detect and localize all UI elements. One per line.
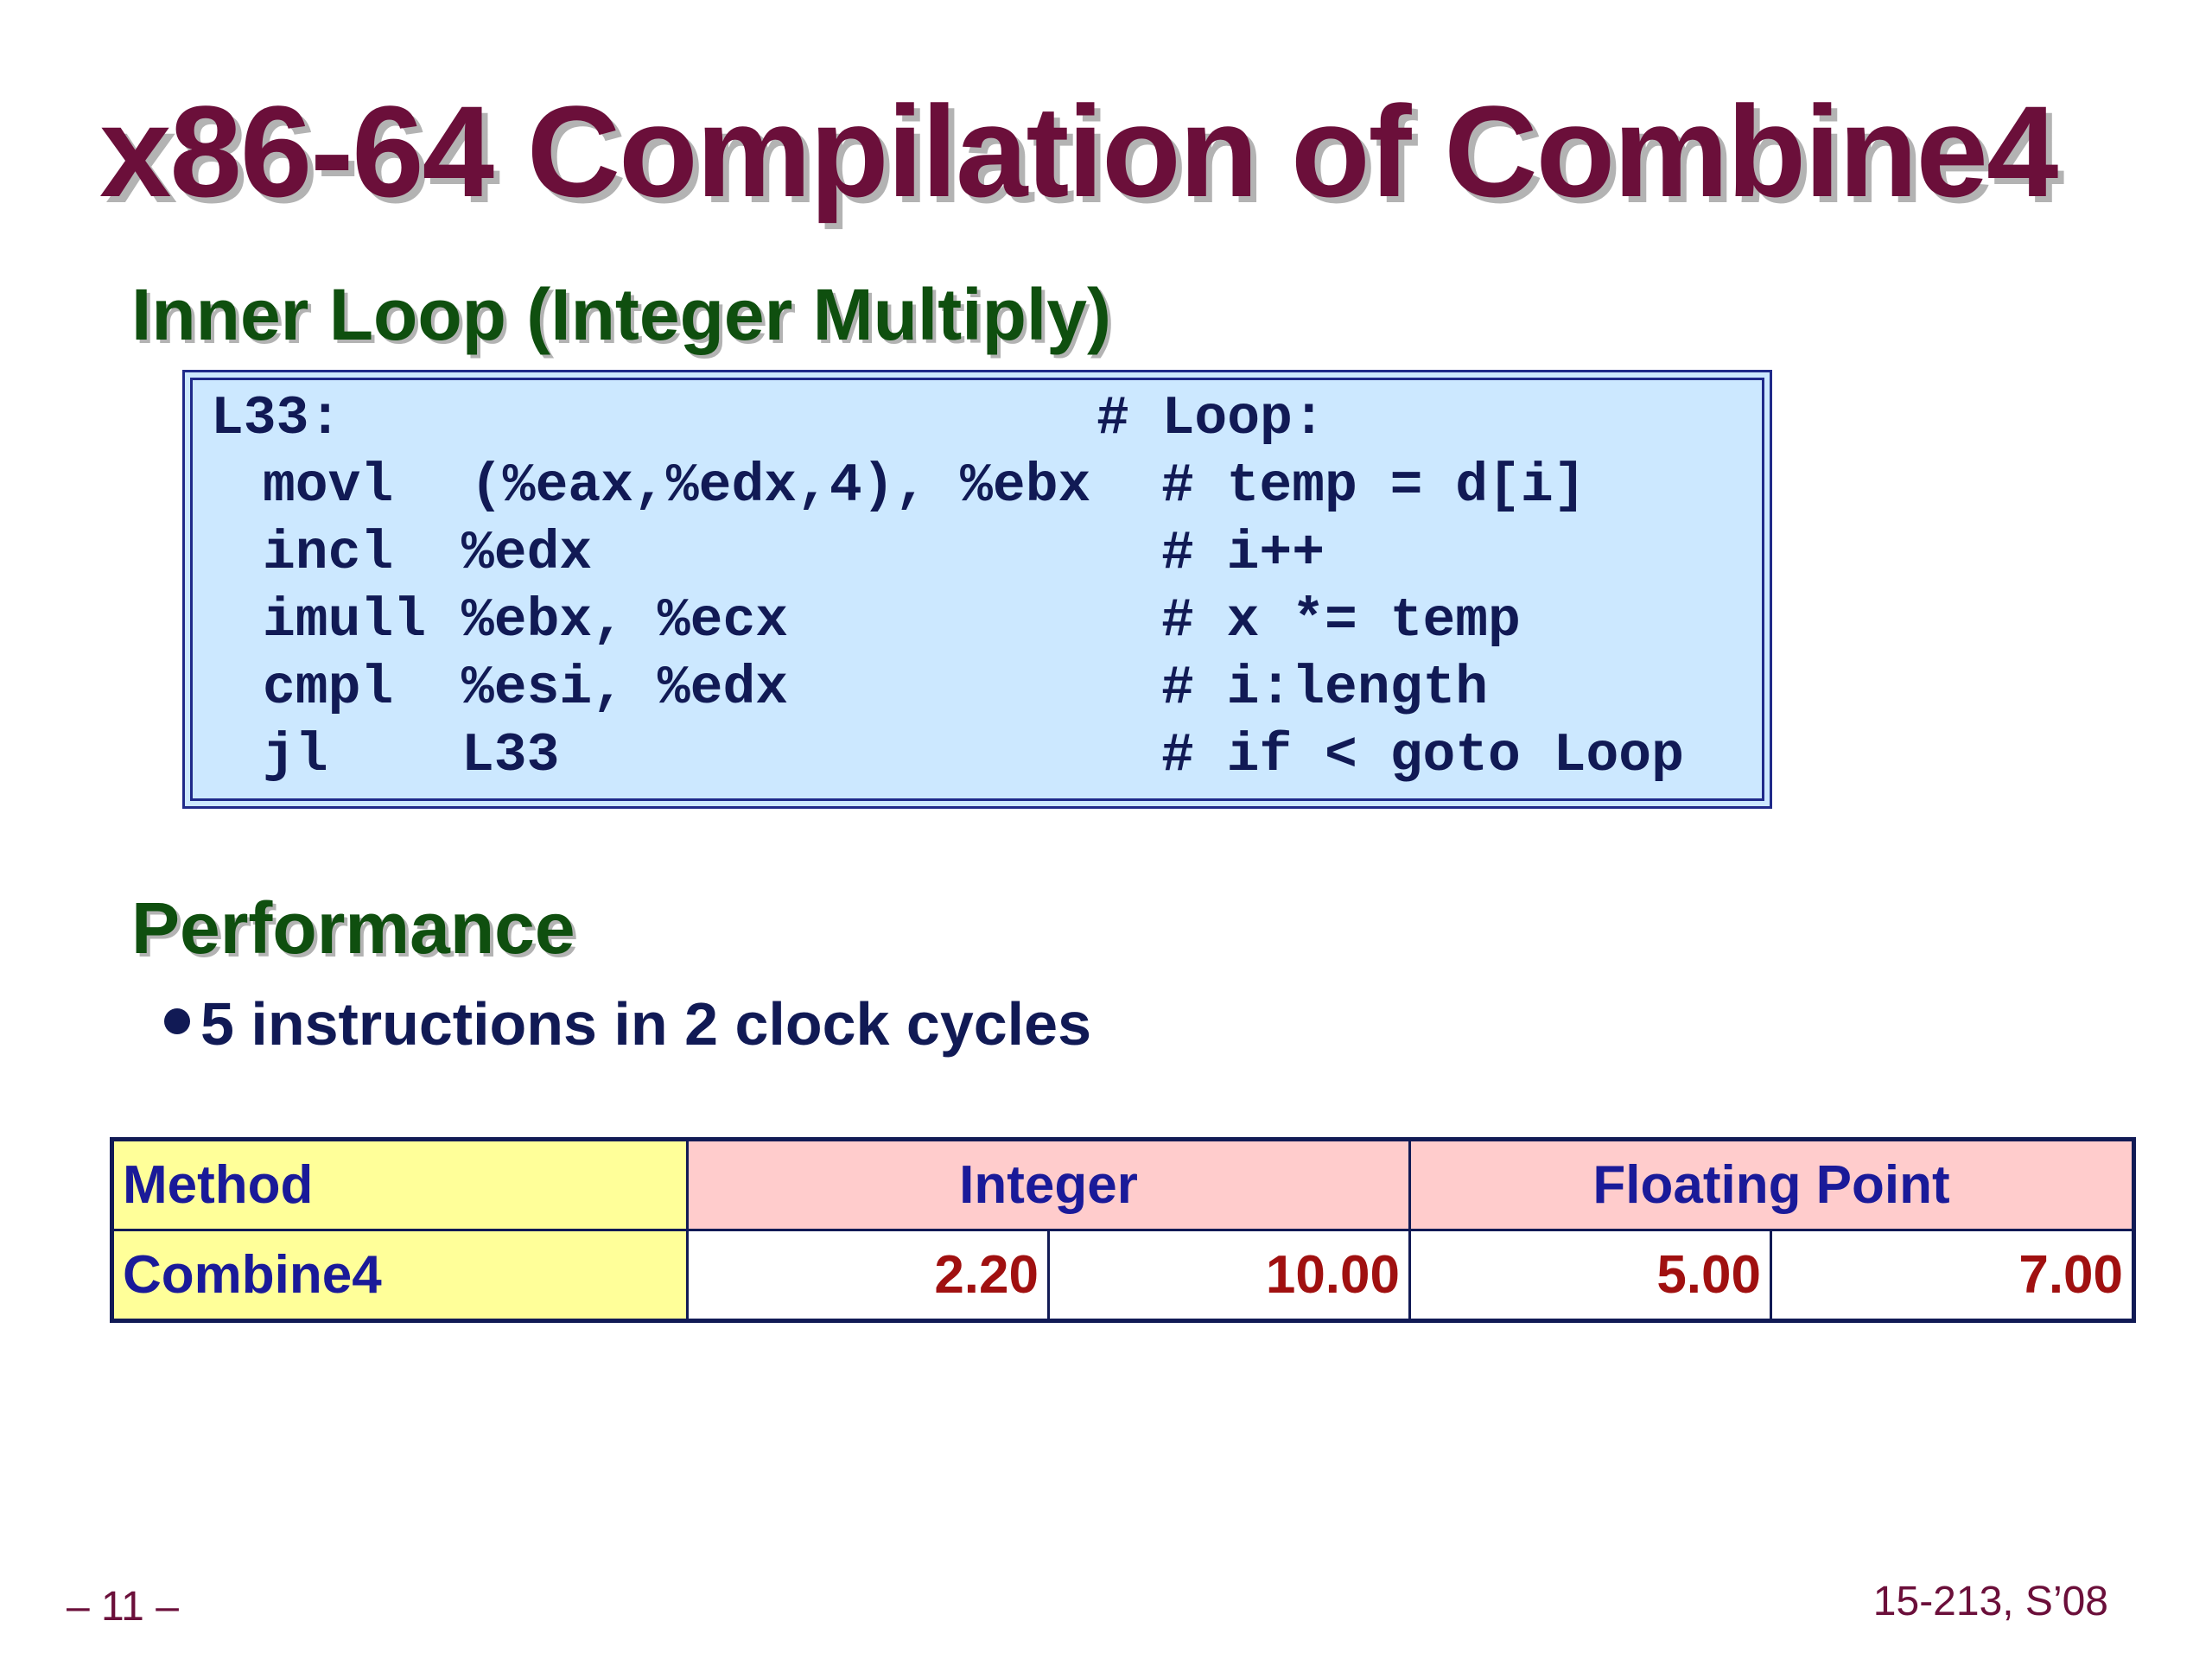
code-comment: # if < goto Loop xyxy=(1161,725,1684,786)
code-comment: # temp = d[i] xyxy=(1161,455,1586,517)
code-line: imull %ebx, %ecx # x *= temp xyxy=(263,594,1521,866)
table-header-row: Method Integer Floating Point xyxy=(111,1138,2136,1231)
code-args: (%eax,%edx,4), %ebx xyxy=(470,455,1091,517)
bullet-icon xyxy=(164,1008,190,1034)
header-method-cell: Method xyxy=(111,1138,689,1231)
assembly-code-box: L33: # Loop: movl (%eax,%edx,4), %ebx # … xyxy=(182,370,1772,809)
performance-heading: Performance xyxy=(131,887,575,969)
floating-value-cell: 5.00 xyxy=(1408,1229,1772,1322)
floating-value-cell: 7.00 xyxy=(1769,1229,2136,1322)
page-number: – 11 – xyxy=(67,1584,179,1630)
code-op: incl xyxy=(263,523,394,584)
integer-value-cell: 10.00 xyxy=(1047,1229,1411,1322)
code-label-line: L33: # Loop: xyxy=(211,388,1325,609)
code-args: L33 xyxy=(461,725,560,786)
code-line: incl %edx # i++ xyxy=(263,523,1325,798)
code-comment: # i:length xyxy=(1161,658,1489,719)
course-label: 15-213, S’08 xyxy=(1872,1579,2108,1624)
row-method-cell: Combine4 xyxy=(111,1229,689,1322)
table-row: Combine4 2.20 10.00 5.00 7.00 xyxy=(111,1229,2136,1322)
code-args: %esi, %edx xyxy=(461,658,789,719)
code-line: jl L33 # if < goto Loop xyxy=(263,725,1684,1001)
performance-table: Method Integer Floating Point Combine4 2… xyxy=(110,1137,2137,1323)
header-integer-cell: Integer xyxy=(686,1138,1411,1231)
code-comment: # i++ xyxy=(1161,523,1325,584)
code-line: cmpl %esi, %edx # i:length xyxy=(263,658,1488,933)
code-op: cmpl xyxy=(263,658,394,719)
integer-value-cell: 2.20 xyxy=(686,1229,1050,1322)
slide-title: x86-64 Compilation of Combine4 xyxy=(99,79,2058,224)
performance-bullet: 5 instructions in 2 clock cycles xyxy=(164,994,1091,1054)
code-op: jl xyxy=(263,725,328,786)
code-comment: # x *= temp xyxy=(1161,590,1521,652)
code-op: imull xyxy=(263,590,427,652)
bullet-text: 5 instructions in 2 clock cycles xyxy=(200,990,1091,1058)
code-args: %ebx, %ecx xyxy=(461,590,789,652)
header-floating-point-cell: Floating Point xyxy=(1408,1138,2136,1231)
code-line: movl (%eax,%edx,4), %ebx # temp = d[i] xyxy=(263,455,1586,731)
code-label-comment: # Loop: xyxy=(1096,388,1325,449)
inner-loop-heading: Inner Loop (Integer Multiply) xyxy=(131,274,1111,355)
code-args: %edx xyxy=(461,523,593,584)
code-label: L33: xyxy=(211,388,342,449)
code-op: movl xyxy=(263,455,394,517)
